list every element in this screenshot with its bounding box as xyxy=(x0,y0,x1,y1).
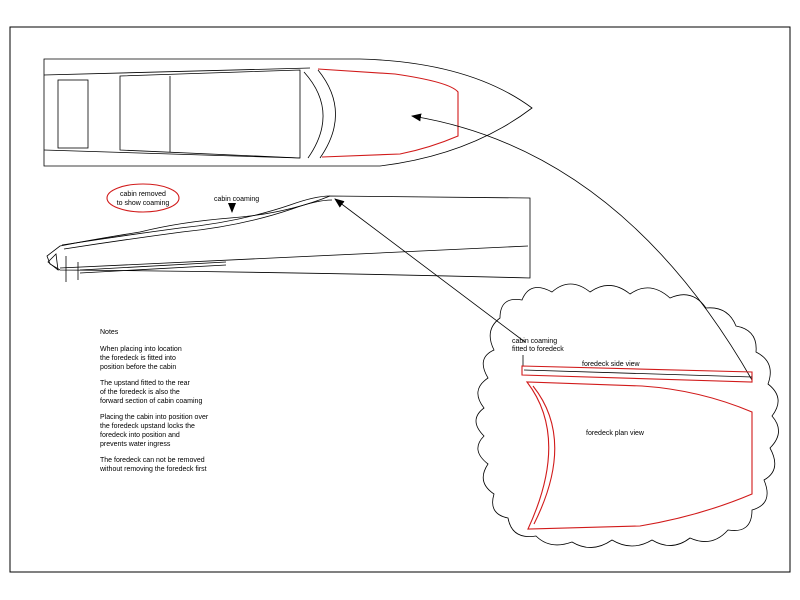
foredeck-plan-view-label: foredeck plan view xyxy=(586,430,645,437)
hull-plan-view xyxy=(43,58,533,167)
note-1-line-3: position before the cabin xyxy=(100,364,176,371)
note-3-line-2: the foredeck upstand locks the xyxy=(100,423,195,430)
note-4-line-1: The foredeck can not be removed xyxy=(100,457,205,464)
cabin-removed-callout xyxy=(106,183,180,213)
foredeck-side-view xyxy=(521,365,753,383)
cabin-removed-label-1: cabin removed xyxy=(120,191,166,198)
coaming-fitted-label-1: cabin coaming xyxy=(512,338,557,345)
note-2-line-2: of the foredeck is also the xyxy=(100,389,180,396)
foredeck-plan-view xyxy=(525,381,753,530)
note-1-line-1: When placing into location xyxy=(100,346,182,353)
note-2-line-1: The upstand fitted to the rear xyxy=(100,380,191,387)
notes-block: Notes When placing into location the for… xyxy=(99,329,209,473)
cabin-coaming-side xyxy=(61,195,331,246)
coaming-arc-inner xyxy=(317,69,336,159)
note-3-line-1: Placing the cabin into position over xyxy=(100,414,209,421)
note-3-line-4: prevents water ingress xyxy=(100,441,171,448)
foredeck-side-view-label: foredeck side view xyxy=(582,361,641,368)
arrow-to-foredeck-plan xyxy=(411,113,753,381)
foredeck-outline-plan xyxy=(317,68,459,158)
note-4-line-2: without removing the foredeck first xyxy=(99,466,207,473)
coaming-arc-outer xyxy=(303,71,324,159)
coaming-fitted-label-2: fitted to foredeck xyxy=(512,346,564,353)
cabin-removed-label-2: to show coaming xyxy=(117,200,170,207)
note-3-line-3: foredeck into position and xyxy=(100,432,180,439)
note-2-line-3: forward section of cabin coaming xyxy=(100,398,202,405)
note-1-line-2: the foredeck is fitted into xyxy=(100,355,176,362)
drawing-frame xyxy=(9,26,791,573)
rear-hatch xyxy=(57,79,89,149)
cabin-coaming-label: cabin coaming xyxy=(214,196,259,203)
hull-side-view xyxy=(46,195,531,282)
detail-cloud xyxy=(475,283,779,548)
arrow-to-coaming xyxy=(334,198,526,343)
cockpit-opening xyxy=(119,69,301,159)
notes-title: Notes xyxy=(100,329,119,336)
